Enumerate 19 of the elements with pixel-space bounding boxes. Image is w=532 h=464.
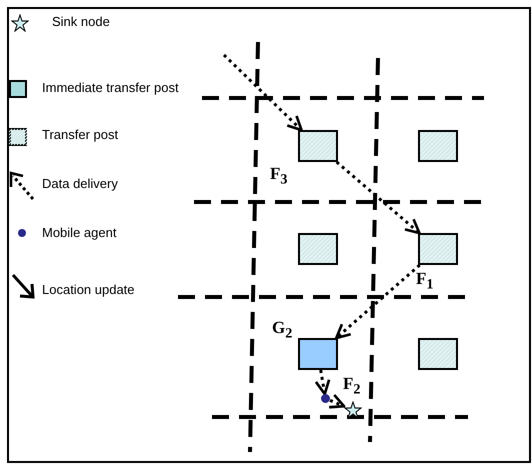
dotted-arrow (334, 264, 421, 340)
transfer-post-box (418, 338, 458, 370)
dotted-arrow (314, 370, 330, 396)
node-label: F$_{1}$ (416, 269, 434, 294)
dotted-arrow (328, 394, 346, 409)
node-label: F$_{3}$ (270, 164, 288, 188)
legend-text: Location update (42, 282, 135, 297)
dotted-arrow (222, 54, 303, 132)
transfer-post-box (298, 233, 338, 265)
legend-text: Data delivery (42, 176, 118, 191)
node-label: G$_{2}$ (272, 318, 292, 342)
point-label: F$_{2}$ (343, 374, 360, 398)
legend-text: Mobile agent (42, 225, 116, 240)
legend-text: Transfer post (42, 127, 118, 142)
mobile-agent-dot (321, 394, 330, 403)
dotted-arrow (336, 160, 421, 234)
transfer-post-box (418, 130, 458, 162)
legend-text: Immediate transfer post (42, 80, 179, 95)
legend-text: Sink node (52, 14, 110, 29)
